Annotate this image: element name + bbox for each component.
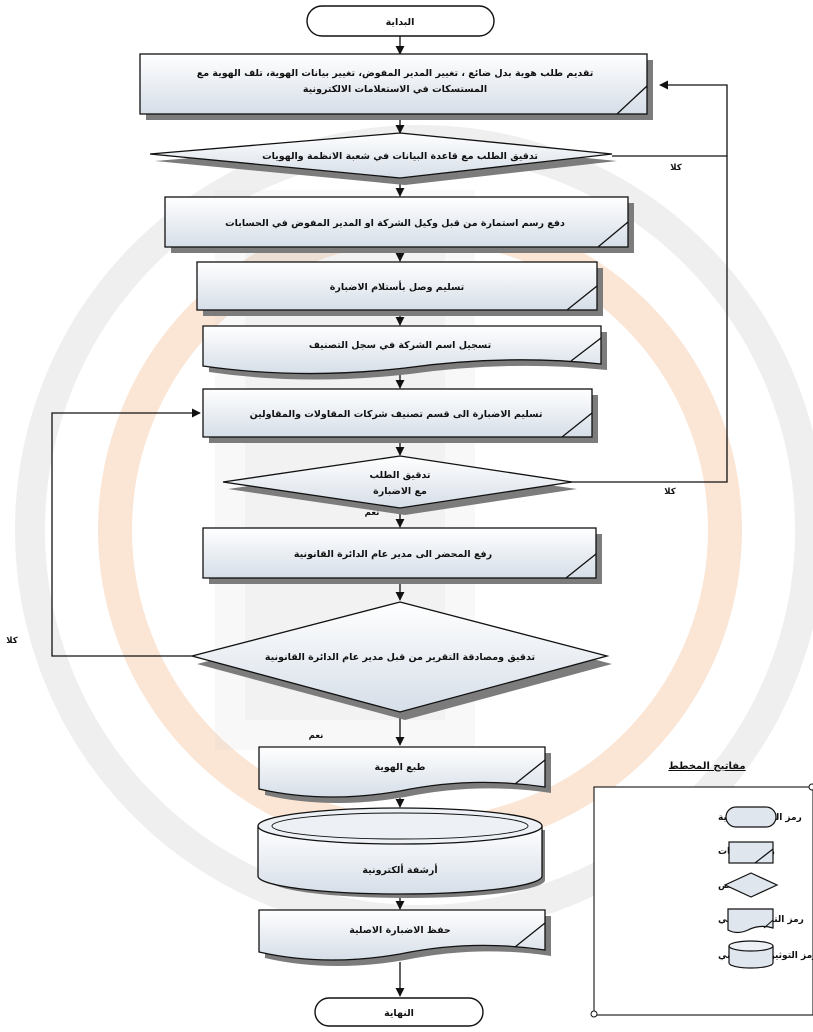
legend-item-terminator: رمز البداية والنهاية	[718, 806, 802, 828]
step-8-label: حفظ الاضبارة الاصلية	[349, 925, 451, 936]
process-step-3: تسليم وصل بأستلام الاضبارة	[196, 261, 603, 316]
step-1-line-2: المستسكات في الاستعلامات الالكترونية	[303, 84, 487, 95]
decision-icon	[723, 872, 779, 898]
document-step-8: حفظ الاضبارة الاصلية	[258, 909, 551, 967]
legend: مفاتيح المخطط رمز البداية والنهاية رمز ا…	[590, 761, 813, 1018]
decision-1: تدقيق الطلب مع قاعدة البيانات في شعبة ال…	[149, 132, 617, 185]
legend-title: مفاتيح المخطط	[668, 761, 745, 772]
database-label: أرشفة ألكترونية	[362, 863, 437, 876]
step-3-label: تسليم وصل بأستلام الاضبارة	[330, 280, 465, 293]
decision-2-line-1: تدقيق الطلب	[369, 470, 430, 481]
start-label: البداية	[386, 17, 415, 28]
step-4-label: تسجيل اسم الشركة في سجل التصنيف	[309, 340, 491, 351]
database-icon	[728, 940, 774, 969]
no-label-2: كلا	[664, 487, 675, 497]
step-1-line-1: تقديم طلب هوية بدل ضائع ، تغيير المدير ا…	[197, 68, 594, 79]
legend-item-database: رمز التوثيق الالكتروني	[718, 940, 813, 969]
start-terminator: البداية	[306, 5, 495, 37]
terminator-icon	[725, 806, 777, 828]
database-archive: أرشفة ألكترونية	[257, 807, 545, 898]
legend-item-decision: رمز فحص	[718, 872, 779, 898]
process-step-2: دفع رسم استمارة من قبل وكيل الشركة او ال…	[164, 196, 634, 253]
legend-item-document: رمز التوثيق الورقي	[718, 908, 804, 934]
document-step-4: تسجيل اسم الشركة في سجل التصنيف	[202, 325, 607, 380]
step-2-label: دفع رسم استمارة من قبل وكيل الشركة او ال…	[225, 218, 565, 229]
process-step-1: تقديم طلب هوية بدل ضائع ، تغيير المدير ا…	[139, 53, 653, 120]
no-label-1: كلا	[670, 163, 681, 173]
decision-3: تدقيق ومصادقة التقرير من قبل مدير عام ال…	[189, 601, 612, 720]
decision-3-label: تدقيق ومصادقة التقرير من قبل مدير عام ال…	[265, 652, 535, 663]
step-7-label: طبع الهوية	[374, 762, 425, 773]
yes-label-1: نعم	[365, 508, 380, 518]
yes-label-2: نعم	[309, 731, 324, 741]
process-step-5: تسليم الاضبارة الى قسم تصنيف شركات المقا…	[202, 388, 598, 443]
end-label: النهاية	[384, 1008, 414, 1019]
document-icon	[727, 908, 774, 934]
document-step-7: طبع الهوية	[258, 746, 551, 804]
step-5-label: تسليم الاضبارة الى قسم تصنيف شركات المقا…	[250, 409, 543, 420]
decision-2: تدقيق الطلب مع الاضبارة	[222, 455, 577, 515]
connectors	[51, 32, 728, 997]
decision-2-line-2: مع الاضبارة	[373, 486, 427, 497]
no-label-3: كلا	[6, 636, 17, 646]
legend-item-process: رمز العمليات	[718, 841, 775, 864]
step-6-label: رفع المحضر الى مدير عام الدائرة القانوني…	[294, 549, 492, 560]
process-step-6: رفع المحضر الى مدير عام الدائرة القانوني…	[202, 527, 602, 584]
process-icon	[728, 841, 774, 864]
decision-1-label: تدقيق الطلب مع قاعدة البيانات في شعبة ال…	[262, 151, 538, 162]
end-terminator: النهاية	[314, 997, 484, 1027]
